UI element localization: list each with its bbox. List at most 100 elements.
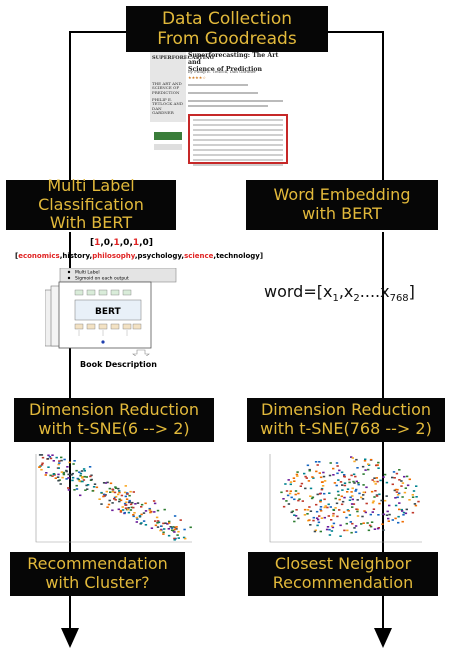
book-title: Superforecasting: The Art and Science of… bbox=[188, 52, 290, 73]
scatter-point bbox=[138, 515, 142, 517]
arrow-left-down-icon bbox=[61, 628, 79, 648]
scatter-point bbox=[350, 456, 353, 458]
scatter-point bbox=[371, 511, 374, 513]
scatter-point bbox=[357, 482, 360, 484]
scatter-point bbox=[325, 528, 329, 531]
scatter-point bbox=[299, 485, 302, 487]
scatter-point bbox=[323, 516, 326, 519]
scatter-point bbox=[394, 497, 397, 499]
connector-left-top bbox=[69, 31, 126, 180]
scatter-point bbox=[354, 475, 357, 478]
scatter-point bbox=[114, 499, 117, 501]
scatter-point bbox=[328, 528, 331, 531]
bert-note-1: Multi Label bbox=[75, 270, 100, 276]
scatter-point bbox=[83, 475, 86, 478]
scatter-point bbox=[393, 489, 396, 492]
scatter-point bbox=[296, 471, 299, 473]
scatter-point bbox=[369, 513, 372, 516]
scatter-point bbox=[373, 477, 376, 479]
scatter-point bbox=[303, 508, 307, 511]
scatter-point bbox=[356, 515, 360, 517]
scatter-point bbox=[411, 511, 415, 514]
scatter-point bbox=[363, 510, 366, 512]
scatter-point bbox=[360, 523, 363, 525]
scatter-point bbox=[375, 464, 378, 467]
scatter-point bbox=[40, 468, 43, 471]
scatter-point bbox=[362, 494, 365, 496]
scatter-point bbox=[385, 495, 388, 497]
scatter-point bbox=[150, 527, 154, 529]
scatter-point bbox=[361, 465, 365, 468]
scatter-point bbox=[292, 477, 296, 479]
scatter-point bbox=[331, 526, 335, 529]
scatter-point bbox=[127, 511, 131, 514]
scatter-point bbox=[298, 498, 301, 500]
scatter-point bbox=[355, 458, 358, 461]
scatter-point bbox=[294, 493, 297, 496]
scatter-point bbox=[338, 509, 341, 511]
scatter-point bbox=[72, 463, 75, 465]
scatter-point bbox=[346, 488, 350, 490]
word-embedding-line2: with BERT bbox=[302, 204, 382, 223]
description-highlight bbox=[188, 114, 288, 166]
scatter-point bbox=[351, 487, 354, 490]
scatter-point bbox=[130, 506, 133, 509]
scatter-point bbox=[337, 494, 340, 496]
multi-label-line1: Multi Label Classification bbox=[38, 175, 144, 214]
goodreads-book-page: SUPERFORECASTING THE ART AND SCIENCE OF … bbox=[150, 52, 290, 168]
scatter-point bbox=[82, 479, 86, 481]
scatter-point bbox=[175, 526, 178, 528]
scatter-point bbox=[288, 492, 292, 495]
scatter-point bbox=[369, 525, 373, 528]
scatter-point bbox=[163, 508, 166, 511]
scatter-point bbox=[312, 516, 315, 519]
scatter-point bbox=[102, 493, 106, 496]
recommend-left-box: Recommendation with Cluster? bbox=[10, 552, 185, 596]
scatter-point bbox=[285, 490, 289, 492]
scatter-point bbox=[71, 479, 74, 482]
scatter-point bbox=[124, 504, 127, 506]
recommend-right-line1: Closest Neighbor bbox=[274, 554, 412, 574]
text-line bbox=[188, 100, 283, 102]
scatter-point bbox=[396, 493, 400, 496]
scatter-point bbox=[319, 506, 323, 508]
scatter-point bbox=[81, 480, 84, 483]
scatter-point bbox=[336, 515, 339, 518]
tsne-scatter-left bbox=[35, 454, 192, 543]
scatter-point bbox=[132, 514, 135, 516]
scatter-point bbox=[318, 515, 321, 517]
scatter-point bbox=[322, 475, 326, 478]
scatter-point bbox=[73, 489, 76, 491]
scatter-point bbox=[341, 489, 344, 491]
dim-reduction-right-box: Dimension Reduction with t-SNE(768 --> 2… bbox=[247, 398, 445, 442]
scatter-point bbox=[332, 467, 335, 470]
scatter-point bbox=[383, 499, 387, 502]
scatter-point bbox=[293, 520, 296, 523]
scatter-point bbox=[381, 523, 384, 525]
scatter-point bbox=[65, 470, 68, 473]
scatter-point bbox=[67, 489, 71, 491]
scatter-point bbox=[400, 508, 403, 511]
scatter-point bbox=[364, 511, 367, 514]
scatter-point bbox=[289, 481, 293, 483]
scatter-point bbox=[367, 529, 371, 532]
scatter-point bbox=[332, 522, 336, 525]
scatter-point bbox=[351, 495, 354, 497]
scatter-point bbox=[350, 503, 354, 505]
scatter-point bbox=[321, 485, 325, 487]
scatter-point bbox=[98, 498, 101, 500]
scatter-point bbox=[113, 491, 117, 494]
scatter-point bbox=[183, 528, 186, 531]
scatter-point bbox=[111, 502, 114, 504]
scatter-point bbox=[105, 490, 108, 493]
scatter-point bbox=[375, 495, 379, 497]
scatter-point bbox=[170, 527, 174, 529]
scatter-point bbox=[308, 506, 311, 508]
scatter-point bbox=[306, 509, 310, 511]
word-embedding-equation: word=[x1,x2....x768] bbox=[264, 282, 415, 304]
scatter-point bbox=[179, 519, 182, 521]
scatter-point bbox=[67, 477, 70, 479]
scatter-point bbox=[397, 521, 400, 524]
scatter-point bbox=[290, 511, 293, 514]
scatter-point bbox=[140, 503, 144, 506]
